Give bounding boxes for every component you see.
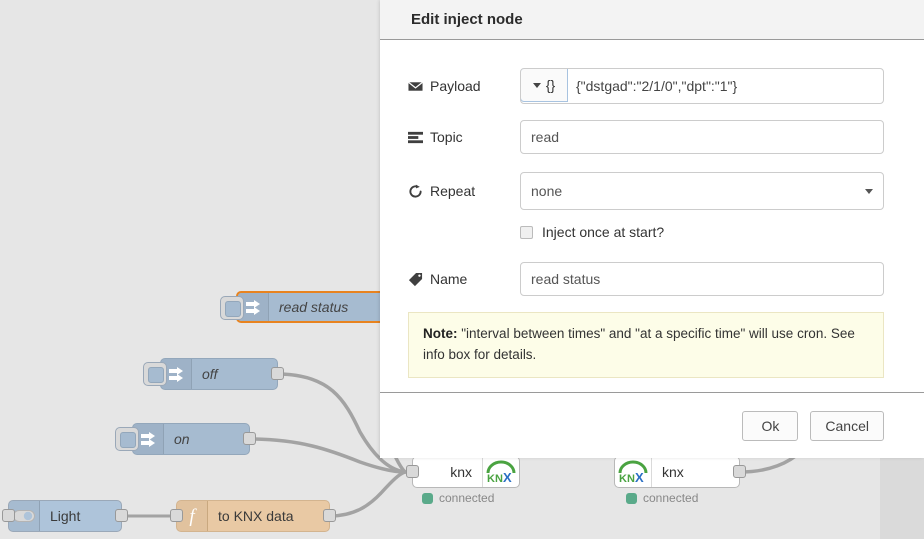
knx-logo-slot: KN X [482, 457, 519, 487]
topic-row: Topic [408, 120, 884, 154]
output-port[interactable] [323, 509, 336, 522]
svg-text:KN: KN [487, 473, 503, 485]
name-label-text: Name [430, 271, 468, 287]
knx-left-status: connected [422, 491, 494, 505]
output-port[interactable] [115, 509, 128, 522]
flow-node-label: to KNX data [218, 508, 294, 524]
status-text: connected [439, 491, 495, 505]
dialog-footer: Ok Cancel [380, 392, 924, 458]
name-control [520, 262, 884, 296]
flow-node-to-knx-data[interactable]: f to KNX data [170, 500, 336, 532]
output-port[interactable] [733, 465, 746, 478]
payload-typed-input[interactable]: {} [520, 68, 884, 104]
status-dot-icon [422, 492, 433, 504]
output-port[interactable] [243, 432, 256, 445]
dialog-header: Edit inject node [380, 0, 924, 40]
svg-text:X: X [635, 470, 644, 485]
input-port[interactable] [170, 509, 183, 522]
repeat-icon [409, 184, 422, 198]
repeat-select[interactable]: none [520, 172, 884, 210]
repeat-control: none [520, 172, 884, 210]
repeat-row: Repeat none [408, 172, 884, 210]
inject-once-row: Inject once at start? [520, 224, 884, 240]
envelope-icon [408, 81, 423, 91]
flow-node-off[interactable]: off [143, 358, 284, 390]
note-text: "interval between times" and "at a speci… [423, 326, 855, 362]
panel-edge-strip [880, 458, 924, 539]
function-icon: f [177, 501, 208, 531]
flow-node-label: off [202, 366, 218, 382]
topic-label: Topic [408, 129, 520, 145]
edit-inject-node-dialog: Edit inject node Payload {} [380, 0, 924, 458]
svg-text:KN: KN [619, 473, 635, 485]
payload-type-select[interactable]: {} [521, 69, 568, 102]
status-text: connected [643, 491, 699, 505]
repeat-selected-value: none [531, 183, 563, 199]
name-input[interactable] [520, 262, 884, 296]
json-type-icon: {} [545, 77, 556, 93]
output-port[interactable] [271, 367, 284, 380]
topic-input[interactable] [520, 120, 884, 154]
flow-node-label: Light [50, 508, 81, 524]
flow-node-read-status[interactable]: read status [220, 291, 393, 323]
cron-note: Note: "interval between times" and "at a… [408, 312, 884, 378]
ok-button[interactable]: Ok [742, 410, 799, 441]
repeat-label-text: Repeat [430, 183, 476, 199]
flow-node-knx-right[interactable]: KN X knx [614, 456, 746, 488]
status-dot-icon [626, 492, 637, 504]
flow-node-label: knx [662, 464, 684, 480]
tag-icon [408, 272, 423, 286]
knx-right-status: connected [626, 491, 698, 505]
topic-label-text: Topic [430, 129, 463, 145]
flow-node-light[interactable]: Light [2, 500, 128, 532]
payload-row: Payload {} [408, 68, 884, 104]
input-port[interactable] [2, 509, 15, 522]
dialog-title: Edit inject node [411, 11, 523, 28]
chevron-down-icon [532, 82, 541, 88]
name-row: Name [408, 262, 884, 296]
svg-text:X: X [503, 470, 512, 485]
flow-node-knx-left[interactable]: knx KN X [406, 456, 520, 488]
input-port[interactable] [406, 465, 419, 478]
payload-input[interactable] [568, 69, 883, 103]
note-prefix: Note: [423, 326, 458, 341]
topic-control [520, 120, 884, 154]
knx-logo-slot: KN X [615, 457, 652, 487]
inject-trigger-button[interactable] [115, 427, 139, 451]
dialog-body: Payload {} [380, 40, 924, 392]
payload-control: {} [520, 68, 884, 104]
repeat-label: Repeat [408, 183, 520, 199]
flow-node-label: knx [450, 464, 472, 480]
tasks-icon [408, 131, 423, 143]
flow-node-on[interactable]: on [115, 423, 256, 455]
flow-node-label: read status [279, 299, 349, 315]
inject-once-label: Inject once at start? [542, 224, 665, 240]
flow-node-label: on [174, 431, 190, 447]
chevron-down-icon [865, 188, 873, 194]
name-label: Name [408, 271, 520, 287]
inject-once-checkbox[interactable] [520, 225, 533, 239]
inject-trigger-button[interactable] [143, 362, 167, 386]
cancel-button[interactable]: Cancel [810, 410, 884, 441]
payload-label-text: Payload [430, 78, 481, 94]
payload-label: Payload [408, 78, 520, 94]
inject-trigger-button[interactable] [220, 296, 244, 320]
